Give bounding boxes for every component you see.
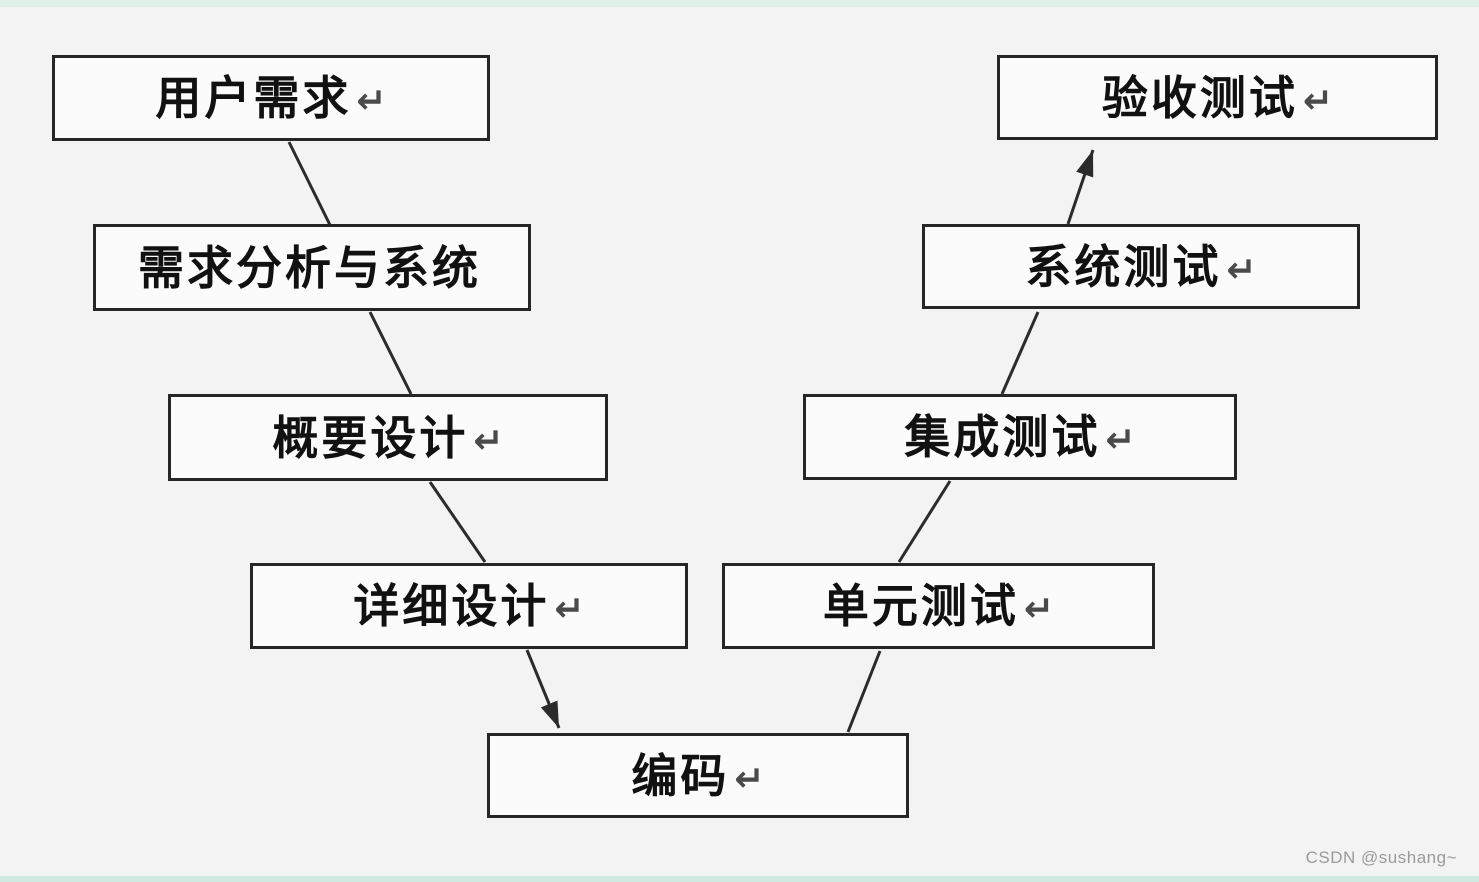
node-requirements-analysis-label: 需求分析与系统 [138, 241, 481, 294]
csdn-watermark: CSDN @sushang~ [1305, 848, 1457, 867]
node-acceptance-testing-label: 验收测试 [1101, 71, 1298, 124]
edge-detailed-design-to-coding-arrow [525, 649, 561, 729]
node-detailed-design-label: 详细设计 [353, 580, 550, 632]
node-outline-design-label: 概要设计 [272, 411, 469, 464]
return-mark-icon: ↵ [473, 419, 504, 461]
node-unit-testing: 单元测试↵ [722, 563, 1155, 649]
return-mark-icon: ↵ [1105, 419, 1136, 460]
return-mark-icon: ↵ [734, 757, 765, 799]
node-user-requirements-label: 用户需求 [155, 72, 352, 124]
return-mark-icon: ↵ [1023, 588, 1055, 629]
node-unit-testing-label: 单元测试 [822, 580, 1019, 632]
edge-integration-testing-to-system-testing [1000, 311, 1040, 395]
node-user-requirements: 用户需求↵ [52, 55, 490, 141]
node-acceptance-testing: 验收测试↵ [997, 55, 1438, 140]
edge-coding-to-unit-testing [846, 650, 882, 733]
edge-unit-testing-to-integration-testing [897, 480, 952, 563]
node-system-testing-label: 系统测试 [1025, 240, 1222, 293]
top-edge-strip [0, 0, 1479, 7]
node-integration-testing-label: 集成测试 [904, 411, 1101, 463]
edge-system-testing-to-acceptance-testing-arrow [1066, 149, 1095, 225]
edge-user-requirements-to-requirements-analysis [287, 141, 332, 226]
return-mark-icon: ↵ [1226, 248, 1257, 290]
edge-outline-design-to-detailed-design [428, 481, 487, 563]
return-mark-icon: ↵ [1302, 79, 1334, 121]
node-outline-design: 概要设计↵ [168, 394, 608, 481]
node-system-testing: 系统测试↵ [922, 224, 1360, 309]
return-mark-icon: ↵ [554, 588, 585, 629]
return-mark-icon: ↵ [356, 80, 387, 121]
node-requirements-analysis: 需求分析与系统 [93, 224, 531, 311]
node-detailed-design: 详细设计↵ [250, 563, 688, 649]
bottom-edge-strip [0, 876, 1479, 882]
node-integration-testing: 集成测试↵ [803, 394, 1237, 480]
edge-requirements-analysis-to-outline-design [368, 311, 413, 395]
node-coding: 编码↵ [487, 733, 909, 818]
node-coding-label: 编码 [631, 749, 730, 802]
